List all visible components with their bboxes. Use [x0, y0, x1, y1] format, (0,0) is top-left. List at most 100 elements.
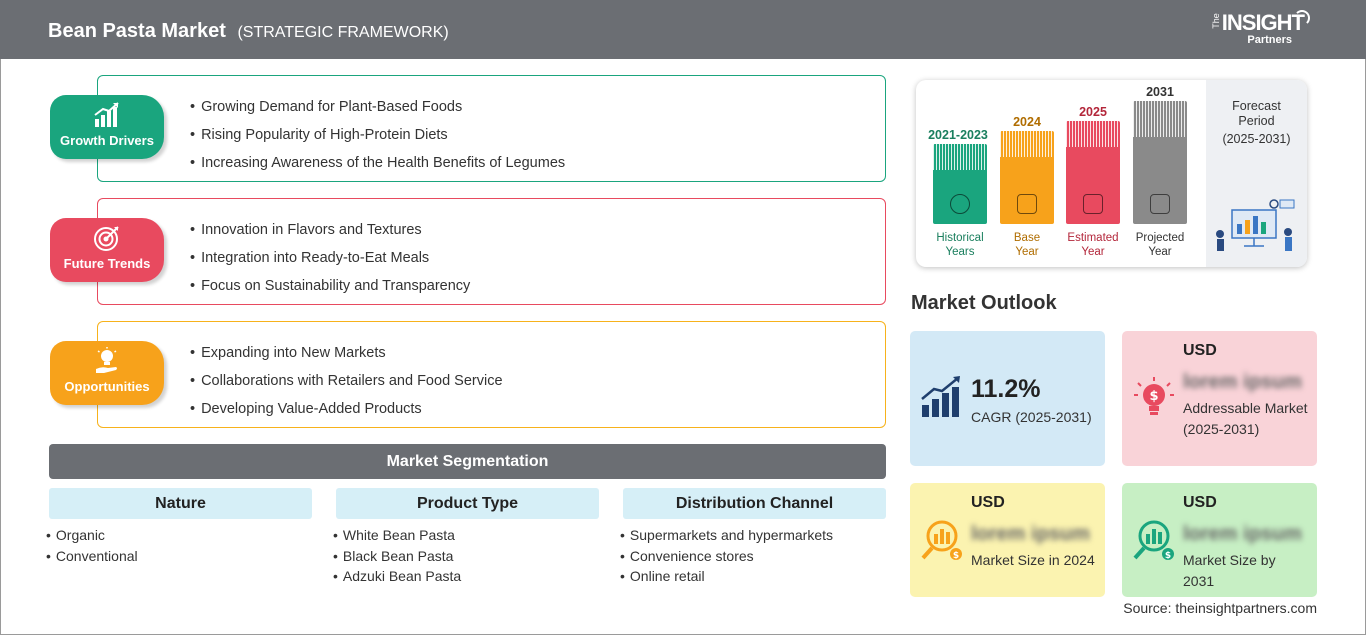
analyst-dashboard-icon [1212, 198, 1298, 256]
opportunities-list: Expanding into New Markets Collaboration… [190, 339, 503, 423]
cagr-label: CAGR (2025-2031) [971, 409, 1092, 425]
segment-list: White Bean Pasta Black Bean Pasta Adzuki… [333, 525, 599, 587]
usd-label: USD [971, 494, 1005, 511]
target-icon [50, 224, 164, 252]
segment-heading: Distribution Channel [623, 488, 886, 519]
bar-stripes [933, 144, 987, 170]
opportunities-badge: Opportunities [50, 341, 164, 405]
segment-heading: Product Type [336, 488, 599, 519]
title-text: Bean Pasta Market [48, 20, 226, 42]
list-item: Focus on Sustainability and Transparency [190, 272, 470, 300]
blurred-value: lorem ipsum [971, 523, 1090, 545]
forecast-title-line2: Period [1238, 114, 1275, 128]
opportunities-box: Expanding into New Markets Collaboration… [97, 321, 886, 428]
period-label-line1: Base [1013, 232, 1041, 244]
list-item: Black Bean Pasta [333, 546, 599, 567]
future-trends-badge: Future Trends [50, 218, 164, 282]
list-item: Integration into Ready-to-Eat Meals [190, 244, 470, 272]
logo-the: The [1210, 13, 1221, 29]
svg-text:$: $ [1165, 551, 1171, 561]
period-label-line1: Historical [936, 232, 984, 244]
period-label: Estimated Year [1058, 231, 1128, 259]
list-item: Increasing Awareness of the Health Benef… [190, 149, 565, 177]
period-label-line1: Projected [1135, 232, 1185, 244]
logo-arc-icon [1294, 10, 1310, 26]
segment-heading: Nature [49, 488, 312, 519]
lightbulb-hand-icon [50, 347, 164, 375]
idea-dollar-icon: $ [1132, 375, 1176, 419]
insight-partners-logo: The INSIGHT Partners [1211, 10, 1310, 46]
card-description: Addressable Market (2025-2031) [1183, 400, 1308, 437]
card-description: Market Size by 2031 [1183, 552, 1276, 589]
period-label-line2: Year [1081, 246, 1105, 258]
blurred-value: lorem ipsum [1183, 371, 1302, 393]
list-item: Adzuki Bean Pasta [333, 566, 599, 587]
market-growth-icon: $ [1132, 518, 1176, 562]
segment-product-type: Product Type White Bean Pasta Black Bean… [336, 488, 599, 587]
segment-nature: Nature Organic Conventional [49, 488, 312, 566]
segment-list: Supermarkets and hypermarkets Convenienc… [620, 525, 886, 587]
market-outlook-title: Market Outlook [911, 292, 1057, 314]
blurred-value: lorem ipsum [1183, 523, 1302, 545]
calendar-icon [1017, 194, 1037, 214]
logo-main: INSIGHT [1221, 10, 1305, 35]
growth-drivers-list: Growing Demand for Plant-Based Foods Ris… [190, 93, 565, 177]
period-label: Base Year [992, 231, 1062, 259]
segmentation-title: Market Segmentation [49, 444, 886, 479]
page-title: Bean Pasta Market (STRATEGIC FRAMEWORK) [48, 20, 449, 43]
header-bar: Bean Pasta Market (STRATEGIC FRAMEWORK) … [0, 0, 1366, 59]
list-item: Innovation in Flavors and Textures [190, 216, 470, 244]
bar-stripes [1066, 121, 1120, 147]
period-label-line2: Year [1015, 246, 1039, 258]
list-item: White Bean Pasta [333, 525, 599, 546]
market-size-2031-card: $ USD lorem ipsum Market Size by 2031 [1122, 483, 1317, 597]
historical-bar [933, 144, 987, 224]
growth-bars-icon [920, 375, 964, 419]
growth-drivers-box: Growing Demand for Plant-Based Foods Ris… [97, 75, 886, 182]
forecast-title: Forecast Period [1206, 99, 1307, 129]
list-item: Collaborations with Retailers and Food S… [190, 367, 502, 395]
market-size-2024-card: $ USD lorem ipsum Market Size in 2024 [910, 483, 1105, 597]
market-size-icon: $ [920, 518, 964, 562]
period-year: 2024 [1013, 115, 1041, 129]
addressable-market-card: $ USD lorem ipsum Addressable Market (20… [1122, 331, 1317, 466]
bar-stripes [1000, 131, 1054, 157]
svg-text:$: $ [953, 551, 959, 561]
growth-drivers-badge: Growth Drivers [50, 95, 164, 159]
source-credit: Source: theinsightpartners.com [1123, 600, 1317, 616]
list-item: Expanding into New Markets [190, 339, 503, 367]
badge-label: Opportunities [64, 379, 150, 394]
usd-label: USD [1183, 494, 1217, 511]
cagr-value: 11.2% [971, 375, 1041, 403]
usd-label: USD [1183, 342, 1217, 359]
growth-chart-icon [50, 101, 164, 129]
history-clock-icon [950, 194, 970, 214]
badge-label: Future Trends [63, 256, 151, 271]
list-item: Online retail [620, 566, 886, 587]
base-bar [1000, 131, 1054, 224]
period-year: 2025 [1079, 105, 1107, 119]
list-item: Organic [46, 525, 312, 546]
period-label: Projected Year [1125, 231, 1195, 259]
estimate-chart-icon [1083, 194, 1103, 214]
card-description: Market Size in 2024 [971, 552, 1095, 568]
period-label-line1: Estimated [1067, 232, 1119, 244]
title-subtitle: (STRATEGIC FRAMEWORK) [237, 24, 449, 41]
period-year: 2031 [1146, 85, 1174, 99]
list-item: Developing Value-Added Products [190, 395, 503, 423]
future-trends-list: Innovation in Flavors and Textures Integ… [190, 216, 470, 300]
projected-bar [1133, 101, 1187, 224]
list-item: Supermarkets and hypermarkets [620, 525, 886, 546]
estimated-bar [1066, 121, 1120, 224]
presentation-chart-icon [1150, 194, 1170, 214]
segment-list: Organic Conventional [46, 525, 312, 566]
forecast-title-line1: Forecast [1232, 99, 1281, 113]
future-trends-box: Innovation in Flavors and Textures Integ… [97, 198, 886, 305]
list-item: Growing Demand for Plant-Based Foods [190, 93, 565, 121]
bar-stripes [1133, 101, 1187, 137]
period-label: Historical Years [925, 231, 995, 259]
badge-label: Growth Drivers [60, 133, 154, 148]
cagr-card: 11.2% CAGR (2025-2031) [910, 331, 1105, 466]
timeline-card: 2021-2023 Historical Years 2024 Base Yea… [916, 80, 1307, 267]
list-item: Convenience stores [620, 546, 886, 567]
